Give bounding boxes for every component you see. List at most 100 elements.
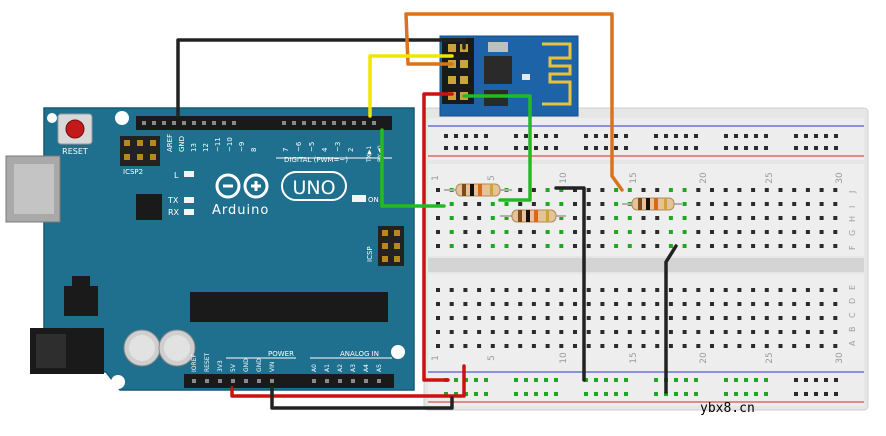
- breadboard-hole: [531, 330, 536, 334]
- breadboard-hole: [792, 244, 797, 248]
- rail-hole: [724, 392, 728, 396]
- breadboard-hole: [723, 216, 728, 220]
- led-rx: [184, 209, 194, 215]
- breadboard-hole: [518, 330, 523, 334]
- breadboard-hole: [463, 330, 468, 334]
- mounting-hole: [115, 111, 129, 125]
- header-pin: [192, 121, 196, 125]
- breadboard-hole: [449, 302, 454, 306]
- rail-hole: [684, 378, 688, 382]
- breadboard-hole: [682, 330, 687, 334]
- rail-hole: [694, 146, 698, 150]
- breadboard-hole: [559, 188, 564, 192]
- rail-hole: [734, 392, 738, 396]
- rail-hole: [614, 146, 618, 150]
- breadboard-hole: [696, 230, 701, 234]
- breadboard-hole: [477, 330, 482, 334]
- breadboard-hole: [490, 244, 495, 248]
- rail-hole: [544, 134, 548, 138]
- wire-green-esp-tx: [462, 94, 532, 202]
- breadboard-hole: [778, 288, 783, 292]
- breadboard-hole: [449, 202, 454, 206]
- analog-in-label: ANALOG IN: [340, 350, 379, 358]
- header-pin: [364, 379, 368, 383]
- rail-hole: [534, 378, 538, 382]
- rail-hole: [454, 378, 458, 382]
- header-pin: [338, 379, 342, 383]
- breadboard-hole: [792, 188, 797, 192]
- breadboard-hole: [764, 316, 769, 320]
- bb-row-letter: I: [848, 206, 857, 208]
- breadboard-hole: [710, 344, 714, 348]
- usb-chip: [136, 194, 162, 220]
- header-pin: [192, 379, 196, 383]
- breadboard-hole: [559, 216, 564, 220]
- rail-hole: [724, 134, 728, 138]
- rail-hole: [814, 146, 818, 150]
- rail-hole: [694, 392, 698, 396]
- esp8266-module: [439, 35, 579, 117]
- breadboard-hole: [751, 330, 756, 334]
- breadboard-hole: [490, 316, 495, 320]
- breadboard-hole: [477, 244, 482, 248]
- breadboard-hole: [586, 344, 591, 348]
- rail-hole: [554, 134, 558, 138]
- rail-hole: [534, 392, 538, 396]
- breadboard-hole: [545, 316, 550, 320]
- rail-hole: [744, 146, 748, 150]
- power-analog-header: [184, 374, 394, 388]
- breadboard-hole: [805, 216, 810, 220]
- rail-hole: [444, 392, 448, 396]
- breadboard-hole: [833, 188, 838, 192]
- reset-label: RESET: [62, 147, 88, 156]
- breadboard-hole: [573, 230, 577, 234]
- breadboard-hole: [696, 344, 701, 348]
- breadboard-hole: [737, 244, 742, 248]
- header-pin: [325, 379, 329, 383]
- breadboard-hole: [614, 202, 619, 206]
- breadboard-hole: [490, 230, 495, 234]
- rail-hole: [654, 134, 658, 138]
- breadboard-hole: [627, 344, 632, 348]
- watermark: ybx8.cn: [700, 401, 755, 416]
- icsp-header: [378, 226, 404, 266]
- bb-row-letter: B: [848, 327, 857, 333]
- breadboard-hole: [696, 244, 701, 248]
- breadboard-hole: [436, 230, 440, 234]
- breadboard-hole: [436, 316, 440, 320]
- breadboard-hole: [545, 202, 550, 206]
- breadboard-hole: [655, 330, 660, 334]
- breadboard-hole: [490, 288, 495, 292]
- bb-col-mark: 25: [765, 172, 775, 183]
- breadboard-hole: [723, 302, 728, 306]
- breadboard-hole: [682, 244, 687, 248]
- rail-hole: [834, 392, 838, 396]
- rail-hole: [824, 146, 828, 150]
- breadboard-hole: [463, 216, 468, 220]
- bb-col-mark: 30: [835, 352, 845, 364]
- breadboard-hole: [518, 230, 523, 234]
- rail-hole: [824, 378, 828, 382]
- breadboard-hole: [751, 288, 756, 292]
- breadboard-hole: [696, 288, 701, 292]
- rail-hole: [684, 146, 688, 150]
- breadboard-hole: [833, 216, 838, 220]
- breadboard-hole: [764, 202, 769, 206]
- breadboard-hole: [627, 188, 632, 192]
- reset-button-cap[interactable]: [65, 119, 85, 139]
- led-rx-label: RX: [168, 208, 180, 217]
- breadboard-hole: [668, 330, 673, 334]
- rail-hole: [764, 146, 768, 150]
- bb-row-letter: J: [848, 191, 857, 194]
- breadboard-hole: [641, 316, 646, 320]
- rail-hole: [614, 134, 618, 138]
- breadboard-hole: [710, 288, 714, 292]
- bb-row-letter: A: [848, 340, 857, 346]
- rail-hole: [474, 378, 478, 382]
- breadboard-hole: [696, 330, 701, 334]
- breadboard-hole: [668, 188, 673, 192]
- breadboard-hole: [696, 302, 701, 306]
- rail-hole: [794, 134, 798, 138]
- header-pin: [312, 379, 316, 383]
